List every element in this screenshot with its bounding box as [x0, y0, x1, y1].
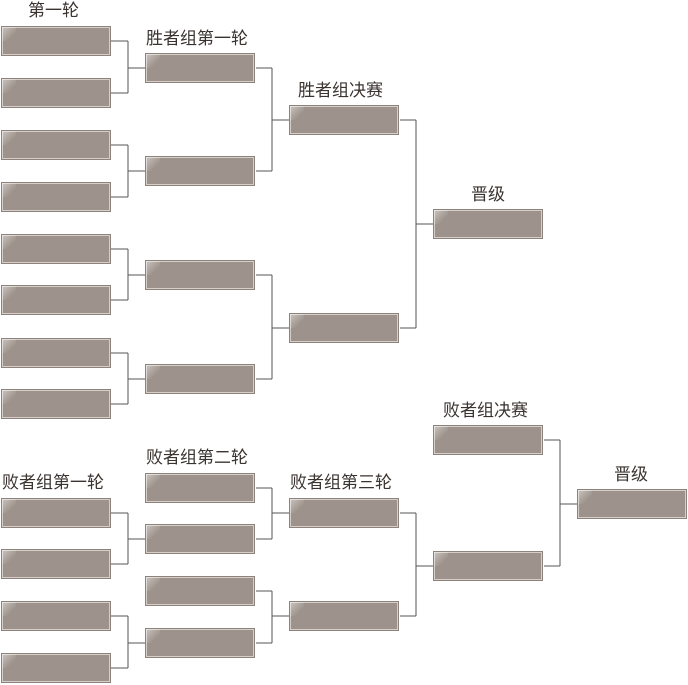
heading-winners-round1: 胜者组第一轮	[146, 29, 248, 49]
heading-losers-round3: 败者组第三轮	[290, 473, 392, 493]
heading-winners-final: 胜者组决赛	[298, 81, 383, 101]
heading-winners-advance: 晋级	[471, 185, 505, 205]
winners-round1-slot-4[interactable]	[145, 364, 255, 394]
winners-final-slot-1[interactable]	[289, 105, 399, 135]
winners-round1-slot-1[interactable]	[145, 53, 255, 83]
connector-lfinal	[544, 439, 577, 567]
connector-wfinal	[400, 119, 433, 329]
connector-lr1-pair1	[111, 512, 145, 565]
losers-round3-slot-2[interactable]	[289, 601, 399, 631]
losers-round2-slot-1[interactable]	[145, 473, 255, 503]
round1-slot-5[interactable]	[1, 234, 111, 264]
heading-round1: 第一轮	[28, 1, 79, 21]
heading-losers-final: 败者组决赛	[443, 401, 528, 421]
connector-lr2-pair1	[256, 487, 289, 540]
heading-losers-round2: 败者组第二轮	[146, 448, 248, 468]
connector-r1-pair3	[111, 248, 145, 301]
losers-final-slot-1[interactable]	[433, 425, 543, 455]
round1-slot-3[interactable]	[1, 130, 111, 160]
losers-final-slot-2[interactable]	[433, 551, 543, 581]
connector-wr1-pair2	[256, 274, 289, 380]
losers-advance-slot[interactable]	[577, 489, 687, 519]
round1-slot-4[interactable]	[1, 182, 111, 212]
losers-round1-slot-4[interactable]	[1, 653, 111, 683]
heading-losers-advance: 晋级	[614, 465, 648, 485]
connector-lr1-pair2	[111, 615, 145, 669]
connector-r1-pair1	[111, 40, 145, 94]
round1-slot-7[interactable]	[1, 338, 111, 368]
connector-lr2-pair2	[256, 590, 289, 644]
round1-slot-1[interactable]	[1, 26, 111, 56]
round1-slot-8[interactable]	[1, 389, 111, 419]
round1-slot-6[interactable]	[1, 285, 111, 315]
heading-losers-round1: 败者组第一轮	[2, 473, 104, 493]
losers-round1-slot-3[interactable]	[1, 601, 111, 631]
connector-r1-pair4	[111, 352, 145, 405]
losers-round2-slot-2[interactable]	[145, 524, 255, 554]
losers-round3-slot-1[interactable]	[289, 498, 399, 528]
losers-round2-slot-3[interactable]	[145, 576, 255, 606]
winners-final-slot-2[interactable]	[289, 313, 399, 343]
losers-round2-slot-4[interactable]	[145, 628, 255, 658]
connector-lr3	[400, 512, 433, 617]
connector-r1-pair2	[111, 144, 145, 198]
winners-advance-slot[interactable]	[433, 209, 543, 239]
round1-slot-2[interactable]	[1, 78, 111, 108]
winners-round1-slot-2[interactable]	[145, 156, 255, 186]
winners-round1-slot-3[interactable]	[145, 260, 255, 290]
losers-round1-slot-2[interactable]	[1, 549, 111, 579]
losers-round1-slot-1[interactable]	[1, 498, 111, 528]
connector-wr1-pair1	[256, 67, 289, 172]
